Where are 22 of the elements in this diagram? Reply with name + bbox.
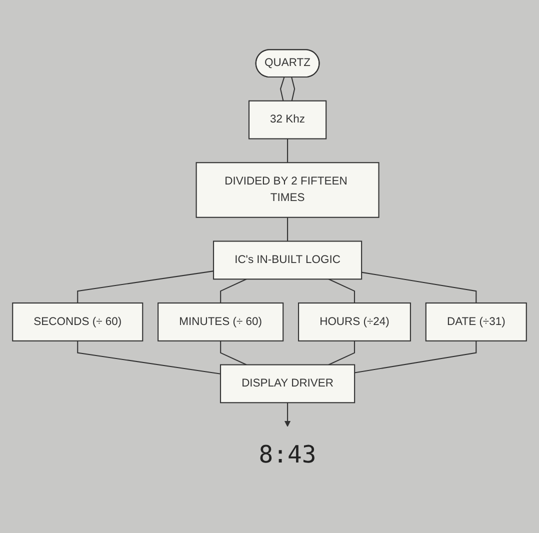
connector <box>220 340 247 366</box>
node-text: 8:43 <box>258 440 316 469</box>
node-box: HOURS (÷24) <box>298 302 411 342</box>
connector <box>361 272 477 303</box>
node-box: 32 Khz <box>248 100 327 140</box>
connector <box>328 340 356 366</box>
node-box: SECONDS (÷ 60) <box>12 302 144 342</box>
node-box: DISPLAY DRIVER <box>220 364 356 404</box>
connector <box>328 278 356 303</box>
connector <box>220 278 247 303</box>
connector <box>287 217 288 242</box>
connector <box>354 340 477 374</box>
node-box: DATE (÷31) <box>425 302 527 342</box>
connector <box>291 77 296 101</box>
connector <box>287 138 288 163</box>
connector <box>77 340 221 374</box>
connector <box>77 270 214 303</box>
node-box: MINUTES (÷ 60) <box>158 302 284 342</box>
node-box: DIVIDED BY 2 FIFTEEN TIMES <box>196 162 380 218</box>
node-box: IC's IN-BUILT LOGIC <box>212 240 362 280</box>
arrow <box>284 402 291 427</box>
connector <box>280 77 285 101</box>
